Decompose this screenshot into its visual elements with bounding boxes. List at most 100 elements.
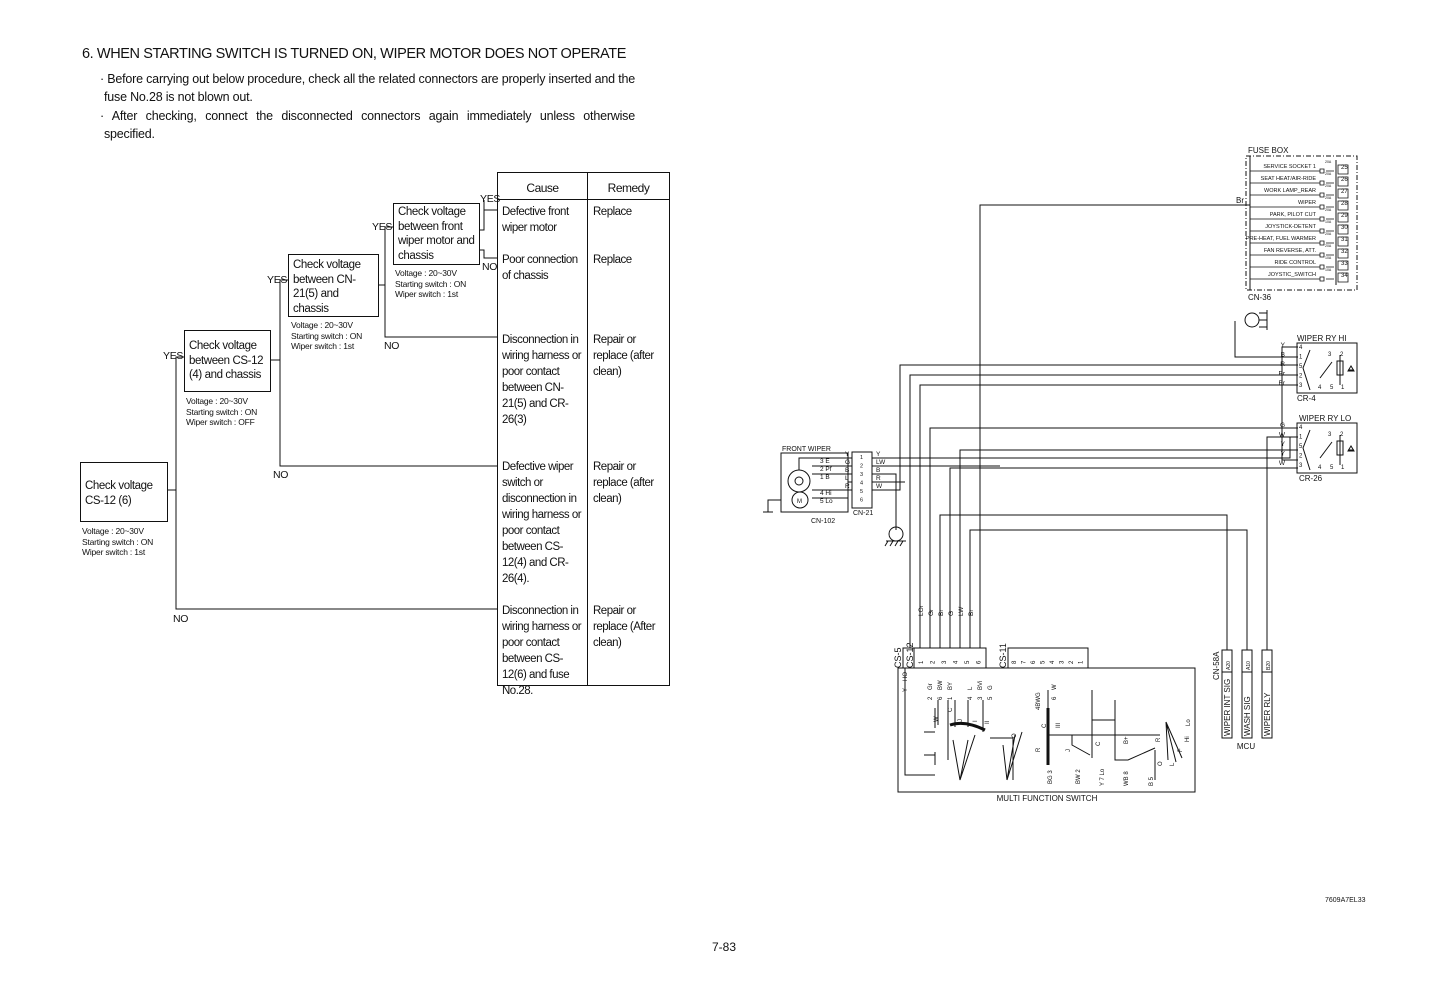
cs5-label: CS-5: [893, 647, 903, 668]
front-wiper-box: [780, 452, 849, 513]
switch-terminal-label: 2: [928, 696, 934, 700]
cs11-pin: 4: [1050, 660, 1056, 664]
relay-wire-label: Br: [1279, 371, 1286, 378]
cn21-pin: 5: [860, 489, 863, 495]
mcu-pin: A10: [1246, 661, 1252, 670]
wire-y-2: [959, 449, 1298, 648]
switch-terminal-label: W: [1052, 684, 1058, 690]
wire-wash-sig: [969, 529, 1248, 650]
switch-terminal-label: J: [958, 719, 964, 722]
cause-cell: Disconnection in wiring harness or poor …: [502, 334, 582, 426]
cs11-box: [1007, 647, 1089, 669]
switch-terminal-label: I: [973, 720, 979, 722]
fuse-amp: 10A: [1325, 220, 1332, 224]
fuse-symbol: [1250, 260, 1349, 271]
header-cause: Cause: [526, 181, 559, 195]
cs12-pin: 2: [931, 660, 937, 664]
switch-terminal-label: BY: [948, 682, 954, 690]
yes-label: YES: [267, 274, 288, 286]
switch-terminal-label: HO: [903, 672, 909, 681]
relay-terminal: 5: [1330, 465, 1334, 471]
switch-terminal-label: B 5: [1149, 776, 1155, 786]
fuse-name: JOYSTIC_SWITCH: [1268, 272, 1316, 278]
switch-terminal-label: BVi: [978, 681, 984, 690]
drawing-number: 7609A7EL33: [1325, 897, 1366, 904]
fuse-amp: 20A: [1325, 208, 1332, 212]
wire-y-cn21: [872, 437, 1291, 459]
fuse-number: 33: [1341, 261, 1348, 267]
switch-terminal-label: 5: [988, 696, 994, 700]
cn21-wire-label: R: [876, 475, 881, 482]
fuse-name: PRE-HEAT, FUEL WARMER: [1246, 236, 1316, 242]
cs11-pin: 6: [1031, 660, 1037, 664]
wire-br-fuse28: [979, 204, 1250, 648]
switch-terminal-label: BG 3: [1048, 770, 1054, 784]
switch-terminal-label: 3: [978, 696, 984, 700]
switch-terminal-label: 6: [1052, 696, 1058, 700]
fuse-name: WIPER: [1298, 200, 1316, 206]
mcu-pin: B20: [1266, 661, 1272, 670]
relay-terminal: 1: [1341, 465, 1345, 471]
remedy-cell: Replace: [593, 206, 632, 218]
fuse-amp: 10A: [1325, 268, 1332, 272]
cn21-pin: 4: [860, 481, 863, 487]
fuse-amp: 20A: [1325, 160, 1332, 164]
relay-pin: 4: [1299, 345, 1303, 351]
cn21-label: CN-21: [853, 510, 873, 517]
fuse-number: 25: [1341, 165, 1348, 171]
wire-br-3: [919, 384, 1298, 648]
relay-pin: 5: [1299, 364, 1303, 370]
remedy-cell: Repair or replace (after clean): [593, 334, 654, 378]
fuse-number: 29: [1341, 213, 1348, 219]
cs12-pin: 5: [965, 660, 971, 664]
fuse-name: SERVICE SOCKET 1: [1263, 164, 1316, 170]
switch-terminal-label: R: [1036, 747, 1042, 752]
cause-cell: Poor connection of chassis: [502, 254, 578, 282]
switch-terminal-label: L: [1170, 762, 1176, 766]
cs12-box: [913, 647, 987, 669]
fuse-symbol: [1250, 236, 1349, 247]
fuse-number: 27: [1341, 189, 1348, 195]
relay-wire-label: W: [1279, 460, 1286, 467]
switch-terminal-label: BW 2: [1076, 769, 1082, 784]
cn58a-label: CN-58A: [1212, 651, 1221, 680]
relay-wire-label: W: [1279, 432, 1286, 439]
fuse-symbol: [1250, 224, 1349, 235]
fuse-symbol: [1250, 272, 1349, 283]
relay-terminal: 1: [1341, 385, 1345, 391]
relay-hi-box: [1296, 342, 1358, 394]
cn21-wire-label: Y: [876, 451, 881, 458]
section-heading: 6. WHEN STARTING SWITCH IS TURNED ON, WI…: [82, 46, 626, 62]
fuse-number: 28: [1341, 201, 1348, 207]
wire-g: [929, 427, 1298, 648]
relay-pin: 5: [1299, 444, 1303, 450]
relay-lo-box: [1296, 422, 1358, 474]
bullet-line: · Before carrying out below procedure, c…: [100, 72, 635, 86]
step-box-3: Check voltage between CN-21(5) and chass…: [288, 254, 379, 317]
wiper-terminal: 3 E: [820, 458, 830, 465]
cn21-wire-label: G: [845, 459, 850, 466]
switch-terminal-label: II: [985, 720, 991, 724]
relay-wire-label: Y: [1281, 441, 1286, 448]
step-box-4: Check voltage between front wiper motor …: [393, 203, 480, 265]
header-remedy: Remedy: [607, 181, 650, 195]
switch-terminal-label: III: [1056, 723, 1062, 728]
switch-terminal-label: BW: [938, 680, 944, 690]
relay-terminal: 2: [1340, 432, 1344, 438]
wiper-terminal: 5 Lo: [820, 498, 833, 505]
switch-terminal-label: J: [1066, 749, 1072, 752]
relay-lo-label: WIPER RY LO: [1299, 414, 1351, 423]
wire-w-mcu: [1266, 436, 1298, 650]
no-line-1: [175, 490, 497, 610]
fuse-symbol: [1250, 164, 1349, 175]
no-line-3: [384, 285, 497, 338]
switch-terminal-label: L: [968, 686, 974, 690]
fuse-name: WORK LAMP_REAR: [1264, 188, 1316, 194]
relay-hi-label: WIPER RY HI: [1297, 334, 1347, 343]
no-line-4: [479, 249, 497, 259]
cs12-wire-label: LW: [958, 606, 965, 616]
relay-wire-label: B: [1281, 352, 1285, 359]
cn21-pin: 1: [860, 455, 863, 461]
